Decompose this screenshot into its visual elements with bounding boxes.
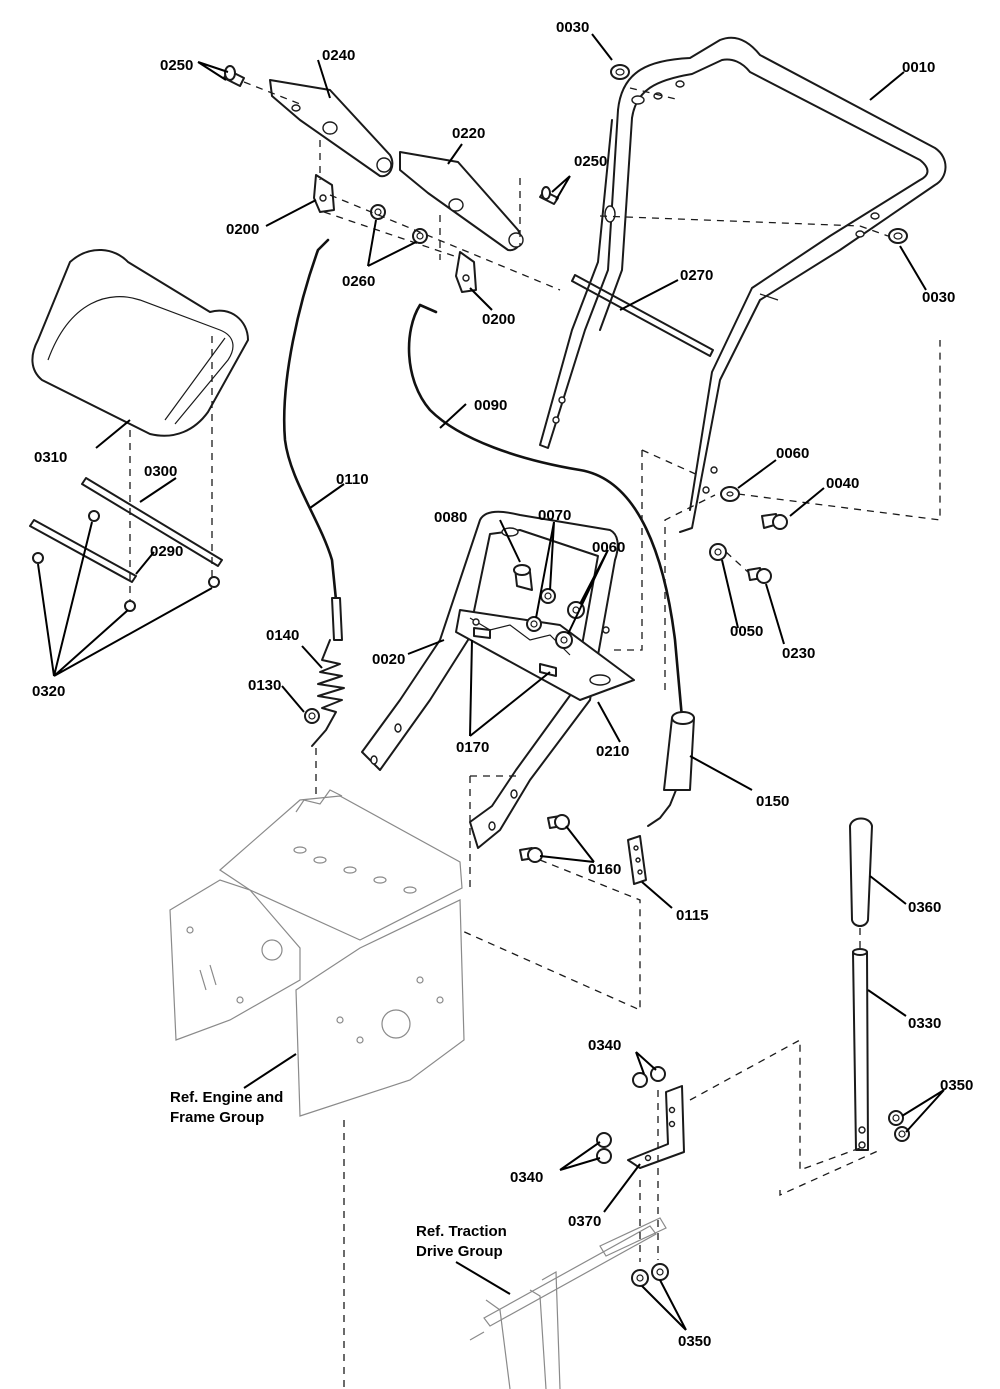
nut-0350b-part — [894, 1126, 910, 1142]
cable-bracket-right-part — [455, 251, 477, 293]
label-0140: 0140 — [266, 627, 299, 644]
bolt-0170a-part — [473, 627, 491, 639]
label-0360: 0360 — [908, 899, 941, 916]
cable-bracket-left-part — [313, 174, 335, 213]
label-0160: 0160 — [588, 861, 621, 878]
nut-0070b-part — [526, 616, 542, 632]
label-0300: 0300 — [144, 463, 177, 480]
label-0060-right: 0060 — [776, 445, 809, 462]
handle-cap-right-part — [888, 228, 908, 244]
washer-0060b-part — [555, 631, 573, 649]
bolt-0160b-part — [519, 847, 543, 863]
upper-handle-part — [539, 36, 947, 533]
label-0130: 0130 — [248, 677, 281, 694]
label-0250-mid: 0250 — [574, 153, 607, 170]
nut-0350d-part — [651, 1263, 669, 1281]
nut-0350a-part — [888, 1110, 904, 1126]
label-0050: 0050 — [730, 623, 763, 640]
screw-0320d-part — [208, 576, 220, 588]
screw-0320c-part — [124, 600, 136, 612]
washer-0060a-part — [567, 601, 585, 619]
bracket-0115-part — [627, 835, 647, 885]
nut-0130-part — [304, 708, 320, 724]
engine-frame-reference — [169, 789, 465, 1117]
label-0340-top: 0340 — [588, 1037, 621, 1054]
screw-0320a-part — [88, 510, 100, 522]
label-0350-right: 0350 — [940, 1077, 973, 1094]
spacer-0080-part — [513, 564, 533, 591]
label-0200-right: 0200 — [482, 311, 515, 328]
label-0030-top: 0030 — [556, 19, 589, 36]
spring-0140-part — [311, 639, 345, 747]
assembly-dashed-lines — [129, 81, 941, 1389]
ref-engine-frame-line2: Frame Group — [170, 1109, 264, 1126]
label-0060-mid: 0060 — [592, 539, 625, 556]
bolt-0340b-part — [650, 1066, 666, 1082]
label-0210: 0210 — [596, 743, 629, 760]
cable-0090-part — [407, 303, 684, 720]
label-0310: 0310 — [34, 449, 67, 466]
label-0340-mid: 0340 — [510, 1169, 543, 1186]
bolt-0230-part — [747, 567, 772, 584]
nut-0350c-part — [631, 1269, 649, 1287]
label-0150: 0150 — [756, 793, 789, 810]
nut-0070a-part — [540, 588, 556, 604]
bolt-0340d-part — [596, 1148, 612, 1164]
label-0070: 0070 — [538, 507, 571, 524]
ref-engine-frame-line1: Ref. Engine and — [170, 1089, 283, 1106]
label-0220: 0220 — [452, 125, 485, 142]
bolt-0040-part — [761, 513, 788, 530]
cable-0110-part — [283, 238, 343, 641]
label-0090: 0090 — [474, 397, 507, 414]
nut-0260b-part — [412, 228, 428, 244]
washer-0050-part — [709, 543, 727, 561]
ref-traction-drive-line2: Drive Group — [416, 1243, 503, 1260]
label-0040: 0040 — [826, 475, 859, 492]
bolt-0160a-part — [547, 814, 570, 830]
shift-plate-part — [455, 609, 635, 701]
label-0030-right: 0030 — [922, 289, 955, 306]
label-0290: 0290 — [150, 543, 183, 560]
label-0020: 0020 — [372, 651, 405, 668]
ref-traction-drive-line1: Ref. Traction — [416, 1223, 507, 1240]
bolt-0340c-part — [596, 1132, 612, 1148]
lever-lower-part — [399, 151, 524, 252]
strap-0290-part — [29, 519, 137, 583]
label-0320: 0320 — [32, 683, 65, 700]
label-0110: 0110 — [336, 471, 369, 488]
rod-part — [571, 274, 714, 357]
label-0250-top: 0250 — [160, 57, 193, 74]
handle-cap-left-part — [610, 64, 630, 80]
label-0200-left: 0200 — [226, 221, 259, 238]
label-0170: 0170 — [456, 739, 489, 756]
screw-0320b-part — [32, 552, 44, 564]
grip-0150-part — [647, 711, 695, 827]
label-0270: 0270 — [680, 267, 713, 284]
traction-drive-reference — [469, 1217, 667, 1389]
console-cover-part — [31, 248, 249, 437]
strap-0300-part — [81, 477, 223, 567]
label-0230: 0230 — [782, 645, 815, 662]
label-0010: 0010 — [902, 59, 935, 76]
screw-0250a-part — [223, 65, 245, 87]
leader-lines — [37, 33, 945, 1331]
label-0240: 0240 — [322, 47, 355, 64]
washer-0060c-part — [720, 486, 740, 502]
screw-0250b-part — [539, 186, 559, 205]
label-0115: 0115 — [676, 907, 709, 924]
label-0330: 0330 — [908, 1015, 941, 1032]
shift-grip-part — [849, 817, 873, 927]
label-0370: 0370 — [568, 1213, 601, 1230]
label-0260: 0260 — [342, 273, 375, 290]
label-0080: 0080 — [434, 509, 467, 526]
shift-rod-part — [852, 948, 869, 1151]
bolt-0340a-part — [632, 1072, 648, 1088]
part-labels: 0240 0250 0030 0010 0220 0250 0200 0030 … — [32, 19, 973, 1350]
label-0350-bottom: 0350 — [678, 1333, 711, 1350]
lever-upper-part — [269, 79, 394, 178]
bolt-0170b-part — [539, 663, 557, 677]
angle-bracket-part — [627, 1085, 685, 1169]
